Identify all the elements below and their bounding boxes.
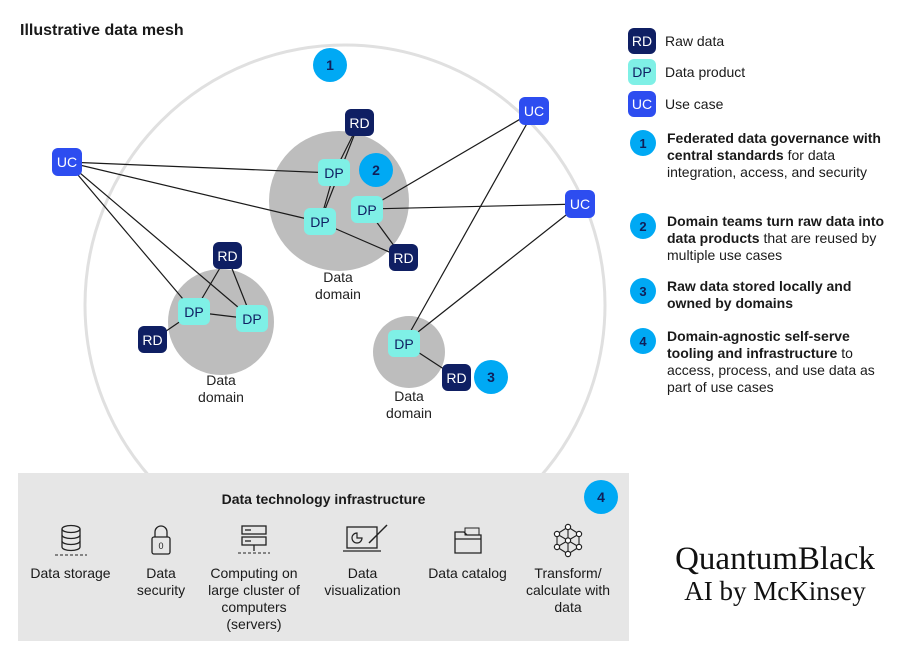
domain-label-left-2: domain bbox=[198, 389, 244, 405]
rd-node-label: RD bbox=[349, 115, 369, 131]
dp-node-label: DP bbox=[242, 311, 261, 327]
data-domain-left bbox=[168, 269, 274, 375]
marker-2: 2 bbox=[359, 153, 393, 187]
tool-data-security: 0 Data security bbox=[126, 523, 196, 599]
quantumblack-logo: QuantumBlack AI by McKinsey bbox=[655, 541, 895, 605]
visualization-icon bbox=[342, 524, 388, 552]
note-4: 4 Domain-agnostic self-serve tooling and… bbox=[630, 328, 890, 396]
note-4-text: Domain-agnostic self-serve tooling and i… bbox=[667, 328, 890, 396]
data-domain-top bbox=[269, 131, 409, 271]
uc-node-label: UC bbox=[57, 154, 77, 170]
domain-label-top-1: Data bbox=[323, 269, 353, 285]
note-2-number: 2 bbox=[630, 213, 656, 239]
dp-node: DP bbox=[304, 208, 336, 235]
uc-node: UC bbox=[52, 148, 82, 176]
rd-node: RD bbox=[138, 326, 167, 353]
tool-label: Computing on large cluster of computers … bbox=[208, 565, 300, 632]
logo-line-1: QuantumBlack bbox=[675, 541, 875, 577]
legend-raw-data: RD Raw data bbox=[628, 28, 724, 54]
marker-3: 3 bbox=[474, 360, 508, 394]
network-icon bbox=[553, 523, 583, 558]
tool-label: Data catalog bbox=[428, 565, 507, 581]
rd-node: RD bbox=[442, 364, 471, 391]
tool-computing: Computing on large cluster of computers … bbox=[204, 523, 304, 633]
rd-node: RD bbox=[345, 109, 374, 136]
note-1-rest: for data integration, access, and securi… bbox=[667, 147, 867, 180]
note-2-bold: Domain teams turn raw data into data pro… bbox=[667, 213, 885, 246]
legend-use-case: UC Use case bbox=[628, 91, 723, 117]
tool-data-storage: Data storage bbox=[23, 523, 118, 582]
rd-node: RD bbox=[389, 244, 418, 271]
tool-transform: Transform/ calculate with data bbox=[518, 523, 618, 616]
note-3: 3 Raw data stored locally and owned by d… bbox=[630, 278, 890, 312]
note-4-rest: to access, process, and use data as part… bbox=[667, 345, 875, 395]
dp-node: DP bbox=[388, 330, 420, 357]
server-icon bbox=[238, 525, 270, 554]
dp-node-label: DP bbox=[357, 202, 376, 218]
dp-node: DP bbox=[236, 305, 268, 332]
tool-data-visualization: Data visualization bbox=[315, 523, 410, 599]
dp-node-label: DP bbox=[324, 165, 343, 181]
note-2-text: Domain teams turn raw data into data pro… bbox=[667, 213, 890, 264]
marker-4-label: 4 bbox=[597, 489, 605, 505]
note-1-number: 1 bbox=[630, 130, 656, 156]
dp-node: DP bbox=[318, 159, 350, 186]
rd-node-label: RD bbox=[446, 370, 466, 386]
marker-2-label: 2 bbox=[372, 162, 380, 178]
note-1-bold: Federated data governance with central s… bbox=[667, 130, 881, 163]
dp-node-label: DP bbox=[310, 214, 329, 230]
logo-line-2: AI by McKinsey bbox=[684, 576, 866, 606]
domain-label-bottom-2: domain bbox=[386, 405, 432, 421]
note-3-number: 3 bbox=[630, 278, 656, 304]
uc-node-label: UC bbox=[570, 196, 590, 212]
note-1-text: Federated data governance with central s… bbox=[667, 130, 890, 181]
note-2: 2 Domain teams turn raw data into data p… bbox=[630, 213, 890, 264]
note-1: 1 Federated data governance with central… bbox=[630, 130, 890, 181]
database-icon bbox=[54, 524, 87, 556]
uc-node: UC bbox=[519, 97, 549, 125]
dp-node: DP bbox=[351, 196, 383, 223]
infrastructure-panel: Data technology infrastructure 4 Data st… bbox=[18, 473, 629, 641]
domain-label-left-1: Data bbox=[206, 372, 236, 388]
tool-data-catalog: Data catalog bbox=[420, 523, 515, 582]
uc-node: UC bbox=[565, 190, 595, 218]
rd-node-label: RD bbox=[217, 248, 237, 264]
domain-label-top-2: domain bbox=[315, 286, 361, 302]
legend-data-product: DP Data product bbox=[628, 59, 745, 85]
legend-dp-label: Data product bbox=[665, 64, 746, 80]
marker-1-label: 1 bbox=[326, 57, 334, 73]
legend-rd-label: Raw data bbox=[665, 33, 725, 49]
dp-node-label: DP bbox=[184, 304, 203, 320]
diagram-title: Illustrative data mesh bbox=[20, 22, 184, 39]
domain-label-bottom-1: Data bbox=[394, 388, 424, 404]
tool-label: Data security bbox=[136, 565, 186, 598]
note-3-text: Raw data stored locally and owned by dom… bbox=[667, 278, 890, 312]
note-4-number: 4 bbox=[630, 328, 656, 354]
infrastructure-title: Data technology infrastructure bbox=[221, 491, 426, 507]
legend-uc-label: Use case bbox=[665, 96, 724, 112]
rd-node-label: RD bbox=[142, 332, 162, 348]
marker-4: 4 bbox=[584, 480, 618, 514]
folder-icon bbox=[453, 527, 482, 554]
uc-node-label: UC bbox=[524, 103, 544, 119]
dp-node: DP bbox=[178, 298, 210, 325]
rd-node-label: RD bbox=[393, 250, 413, 266]
legend-uc-badge: UC bbox=[628, 91, 656, 117]
dp-node-label: DP bbox=[394, 336, 413, 352]
note-4-bold: Domain-agnostic self-serve tooling and i… bbox=[667, 328, 850, 361]
tool-label: Data storage bbox=[30, 565, 111, 581]
svg-text:0: 0 bbox=[158, 541, 163, 551]
lock-icon: 0 bbox=[151, 525, 171, 555]
note-3-bold: Raw data stored locally and owned by dom… bbox=[667, 278, 852, 311]
tool-label: Data visualization bbox=[324, 565, 401, 598]
legend-dp-badge: DP bbox=[628, 59, 656, 85]
tool-label: Transform/ calculate with data bbox=[525, 565, 611, 615]
legend-rd-badge: RD bbox=[628, 28, 656, 54]
marker-3-label: 3 bbox=[487, 369, 495, 385]
marker-1: 1 bbox=[313, 48, 347, 82]
rd-node: RD bbox=[213, 242, 242, 269]
note-2-rest: that are reused by multiple use cases bbox=[667, 230, 877, 263]
